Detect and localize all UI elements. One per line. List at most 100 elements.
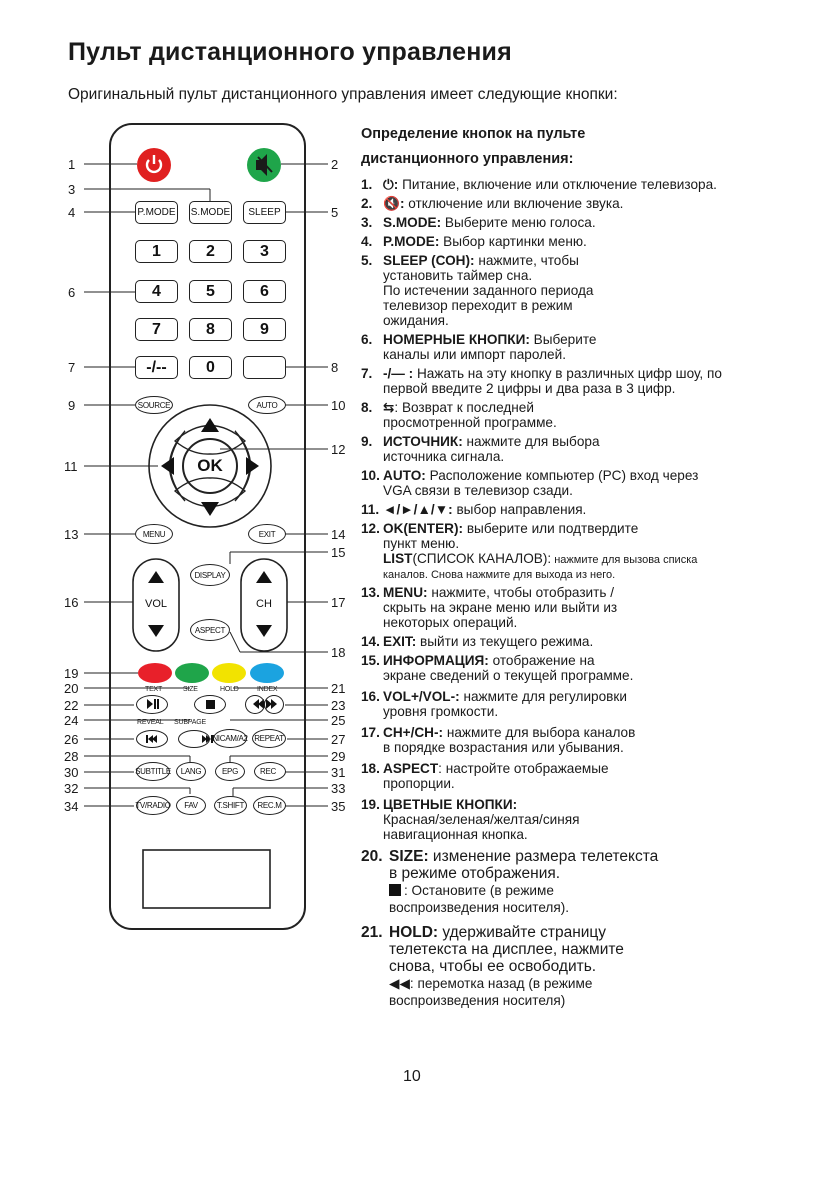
remote-outline: [84, 123, 328, 930]
sleep-button[interactable]: SLEEP: [243, 201, 286, 224]
menu-button[interactable]: MENU: [135, 524, 173, 544]
rewind-button[interactable]: [245, 695, 265, 714]
pmode-button[interactable]: P.MODE: [135, 201, 178, 224]
return-icon: ⇆: [383, 400, 395, 415]
number-button-1[interactable]: 1: [135, 240, 178, 263]
desc-header-1: Определение кнопок на пульте: [361, 126, 586, 142]
button-descriptions: Определение кнопок на пульте дистанционн…: [361, 121, 781, 1009]
red-button[interactable]: [138, 663, 172, 683]
callout-22: 22: [64, 698, 79, 713]
desc-item-11: 11. ◄/►/▲/▼: выбор направления.: [361, 502, 587, 517]
desc-item-4: 4. P.MODE: Выбор картинки меню.: [361, 234, 587, 249]
number-button-7[interactable]: 7: [135, 318, 178, 341]
nicam-button[interactable]: NICAM/A2: [212, 729, 248, 748]
tvradio-button[interactable]: TV/RADIO: [135, 796, 171, 815]
text-label: TEXT: [145, 686, 163, 693]
callout-20: 20: [64, 681, 79, 696]
callout-10: 10: [331, 398, 346, 413]
epg-button[interactable]: EPG: [215, 762, 245, 781]
recm-button[interactable]: REC.M: [253, 796, 286, 815]
desc-item-3: 3. S.MODE: Выберите меню голоса.: [361, 215, 596, 230]
fav-button[interactable]: FAV: [176, 796, 206, 815]
size-label: SIZE: [183, 686, 198, 693]
number-button-2[interactable]: 2: [189, 240, 232, 263]
callout-12: 12: [331, 442, 346, 457]
callout-29: 29: [331, 749, 346, 764]
callout-33: 33: [331, 781, 346, 796]
next-button[interactable]: [178, 730, 210, 748]
ok-button[interactable]: OK: [197, 456, 223, 475]
number-button-3[interactable]: 3: [243, 240, 286, 263]
number-button-9[interactable]: 9: [243, 318, 286, 341]
display-button[interactable]: DISPLAY: [190, 564, 230, 586]
desc-item-7: 7. -/— : Нажать на эту кнопку в различны…: [361, 366, 722, 396]
callout-15: 15: [331, 545, 346, 560]
desc-header-2: дистанционного управления:: [361, 151, 574, 167]
callout-6: 6: [68, 285, 76, 300]
number-button-6[interactable]: 6: [243, 280, 286, 303]
subpage-label: SUBPAGE: [174, 719, 206, 726]
stop-square-icon: [389, 884, 401, 896]
desc-item-1: 1. ⏻: Питание, включение или отключение …: [361, 177, 717, 192]
callout-9: 9: [68, 398, 76, 413]
play-pause-button[interactable]: [136, 695, 168, 714]
desc-item-2: 2. 🔇: отключение или включение звука.: [361, 196, 624, 211]
callout-16: 16: [64, 595, 79, 610]
callout-28: 28: [64, 749, 79, 764]
callout-25: 25: [331, 713, 346, 728]
rec-button[interactable]: REC: [254, 762, 286, 781]
callout-27: 27: [331, 732, 346, 747]
callout-34: 34: [64, 799, 79, 814]
callout-35: 35: [331, 799, 346, 814]
number-button-4[interactable]: 4: [135, 280, 178, 303]
prev-button[interactable]: [136, 730, 168, 748]
mute-icon: 🔇: [383, 196, 400, 211]
stop-button[interactable]: [194, 695, 226, 714]
tshift-button[interactable]: T.SHIFT: [214, 796, 247, 815]
callout-7: 7: [68, 360, 76, 375]
number-button-5[interactable]: 5: [189, 280, 232, 303]
smode-button[interactable]: S.MODE: [189, 201, 232, 224]
page-number: 10: [403, 1068, 421, 1085]
callout-19: 19: [64, 666, 79, 681]
subtitle-button[interactable]: SUBTITLE: [135, 762, 171, 781]
rewind-icon: ◀◀: [389, 976, 410, 991]
source-button[interactable]: SOURCE: [135, 396, 173, 414]
number-button-8[interactable]: 8: [189, 318, 232, 341]
green-button[interactable]: [175, 663, 209, 683]
callout-1: 1: [68, 157, 76, 172]
desc-item-5: 5. SLEEP (СОН): нажмите, чтобы установит…: [361, 253, 594, 328]
power-icon: ⏻: [383, 177, 394, 192]
repeat-button[interactable]: REPEAT: [252, 729, 286, 748]
callout-17: 17: [331, 595, 346, 610]
callout-13: 13: [64, 527, 79, 542]
callout-4: 4: [68, 205, 76, 220]
callout-32: 32: [64, 781, 79, 796]
hold-label: HOLD: [220, 686, 239, 693]
desc-item-13: 13. MENU: нажмите, чтобы отобразить /скр…: [361, 585, 618, 630]
page-title: Пульт дистанционного управления: [68, 38, 512, 66]
exit-button[interactable]: EXIT: [248, 524, 286, 544]
callout-23: 23: [331, 698, 346, 713]
callout-2: 2: [331, 157, 339, 172]
reveal-label: REVEAL: [137, 719, 164, 726]
return-button[interactable]: [243, 356, 286, 379]
fast-forward-button[interactable]: [264, 695, 284, 714]
dash-button[interactable]: -/--: [135, 356, 178, 379]
callout-21: 21: [331, 681, 346, 696]
callout-26: 26: [64, 732, 79, 747]
aspect-button[interactable]: ASPECT: [190, 619, 230, 641]
auto-button[interactable]: AUTO: [248, 396, 286, 414]
desc-item-10: 10. AUTO: Расположение компьютер (PC) вх…: [361, 468, 699, 498]
yellow-button[interactable]: [212, 663, 246, 683]
number-button-0[interactable]: 0: [189, 356, 232, 379]
lang-button[interactable]: LANG: [176, 762, 206, 781]
blue-button[interactable]: [250, 663, 284, 683]
